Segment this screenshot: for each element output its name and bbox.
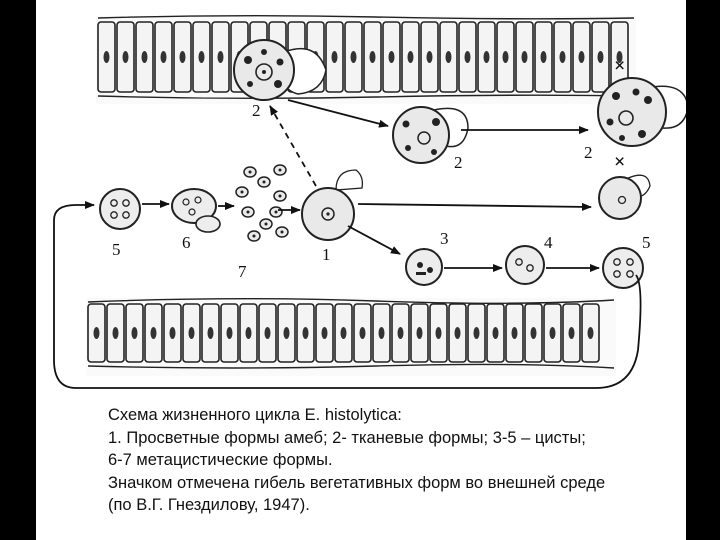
amoebula-nucleus	[240, 190, 244, 194]
life-cycle-diagram: × × 2 2 2 1 3 4 5 5 6 7	[53, 15, 686, 389]
cell-nucleus	[540, 51, 547, 63]
tissue-amoeba-invading	[233, 39, 327, 101]
amoebula-nucleus	[278, 194, 282, 198]
cell-nucleus	[283, 327, 290, 339]
cell-nucleus	[397, 327, 404, 339]
cell-nucleus	[530, 327, 537, 339]
cell-nucleus	[521, 51, 528, 63]
arrows	[53, 99, 642, 389]
cell-nucleus	[388, 51, 395, 63]
label-metacyst-6: 6	[182, 233, 191, 252]
cell-nucleus	[188, 327, 195, 339]
tissue-amoeba-middle	[392, 106, 469, 164]
amoebula-nucleus	[264, 222, 268, 226]
cell-nucleus	[511, 327, 518, 339]
tissue-amoeba-right	[597, 77, 686, 147]
cell-nucleus	[454, 327, 461, 339]
cell-nucleus	[160, 51, 167, 63]
cell-nucleus	[340, 327, 347, 339]
cell-nucleus	[217, 51, 224, 63]
cell-nucleus	[331, 51, 338, 63]
cell-nucleus	[597, 51, 604, 63]
amoebula-nucleus	[246, 210, 250, 214]
cell-nucleus	[587, 327, 594, 339]
cell-nucleus	[559, 51, 566, 63]
cyst-stage-5-right	[602, 247, 644, 289]
amoebula-nucleus	[248, 170, 252, 174]
cell-nucleus	[350, 51, 357, 63]
amoebula-nucleus	[262, 180, 266, 184]
caption-line-3: 6-7 метацистические формы.	[108, 451, 333, 469]
cell-nucleus	[426, 51, 433, 63]
caption-title: Схема жизненного цикла E. histolytica:	[108, 406, 402, 424]
cell-nucleus	[369, 51, 376, 63]
cell-nucleus	[359, 327, 366, 339]
cell-nucleus	[169, 327, 176, 339]
cell-nucleus	[616, 51, 623, 63]
cell-nucleus	[473, 327, 480, 339]
cell-nucleus	[445, 51, 452, 63]
amoebula-nucleus	[252, 234, 256, 238]
label-cyst-5-left: 5	[112, 240, 121, 259]
cell-nucleus	[492, 327, 499, 339]
cell-nucleus	[179, 51, 186, 63]
cell-nucleus	[198, 51, 205, 63]
cell-nucleus	[378, 327, 385, 339]
cell-nucleus	[483, 51, 490, 63]
amoebula-nucleus	[278, 168, 282, 172]
cell-nucleus	[226, 327, 233, 339]
cell-nucleus	[502, 51, 509, 63]
amoebula-nucleus	[280, 230, 284, 234]
cell-nucleus	[435, 327, 442, 339]
cell-nucleus	[264, 327, 271, 339]
cell-nucleus	[103, 51, 110, 63]
amoebula-nucleus	[274, 210, 278, 214]
slide-canvas: × × 2 2 2 1 3 4 5 5 6 7 Схема жизненного…	[36, 0, 686, 540]
cell-nucleus	[407, 51, 414, 63]
label-cyst-5-right: 5	[642, 233, 651, 252]
cell-nucleus	[150, 327, 157, 339]
cyst-stage-5-left	[99, 188, 141, 230]
label-lumen: 1	[322, 245, 331, 264]
cell-nucleus	[93, 327, 100, 339]
label-tissue-right: 2	[584, 143, 593, 162]
caption-line-4: Значком отмечена гибель вегетативных фор…	[108, 473, 606, 492]
cell-nucleus	[131, 327, 138, 339]
label-metacyst-7: 7	[238, 262, 247, 281]
caption-line-2: 1. Просветные формы амеб; 2- тканевые фо…	[108, 428, 586, 447]
cell-nucleus	[122, 51, 129, 63]
metacystic-amoebulae	[235, 164, 289, 242]
cyst-stage-3	[405, 248, 443, 286]
cell-nucleus	[578, 51, 585, 63]
cyst-stage-4	[505, 245, 545, 285]
small-amoeba-right	[598, 174, 651, 220]
caption-line-5: (по В.Г. Гнездилову, 1947).	[108, 496, 310, 514]
lumen-amoeba	[301, 169, 364, 241]
label-tissue-middle: 2	[454, 153, 463, 172]
cell-nucleus	[464, 51, 471, 63]
cell-nucleus	[141, 51, 148, 63]
label-cyst-3: 3	[440, 229, 449, 248]
death-marker-top: ×	[614, 55, 625, 77]
epithelium-top	[96, 15, 636, 104]
cell-nucleus	[112, 327, 119, 339]
cell-nucleus	[568, 327, 575, 339]
metacyst-stage-6	[171, 188, 221, 233]
cell-nucleus	[207, 327, 214, 339]
cell-nucleus	[416, 327, 423, 339]
cell-nucleus	[321, 327, 328, 339]
cell-nucleus	[302, 327, 309, 339]
label-tissue-top: 2	[252, 101, 261, 120]
figure-caption: Схема жизненного цикла E. histolytica: 1…	[108, 404, 678, 517]
epithelium-bottom	[86, 298, 616, 376]
cell-nucleus	[549, 327, 556, 339]
death-marker-bottom: ×	[614, 151, 625, 173]
label-cyst-4: 4	[544, 233, 553, 252]
cell-nucleus	[245, 327, 252, 339]
